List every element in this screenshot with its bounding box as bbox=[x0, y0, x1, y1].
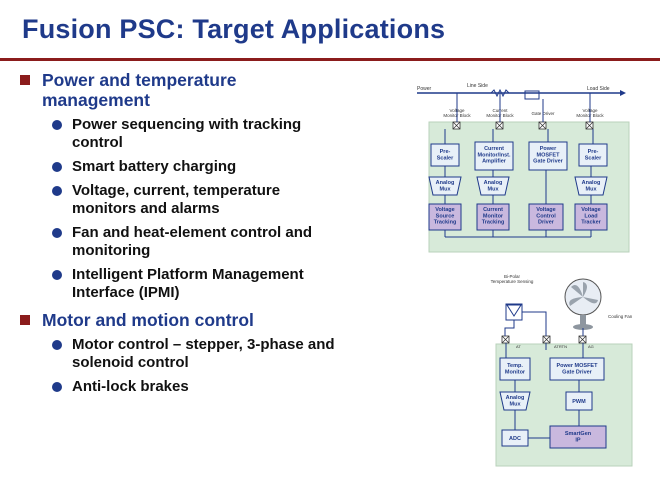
mosfet-gate-driver-block bbox=[549, 357, 605, 381]
square-bullet-icon bbox=[20, 315, 30, 325]
load-side-label: Load Side bbox=[587, 86, 610, 92]
dot-bullet-icon bbox=[52, 340, 62, 350]
at-label: AT bbox=[516, 344, 521, 349]
dot-bullet-icon bbox=[52, 382, 62, 392]
dot-bullet-icon bbox=[52, 162, 62, 172]
sub-bullet: Smart battery charging bbox=[18, 158, 348, 176]
voltage-control-driver-block bbox=[528, 203, 564, 231]
sub-bullet: Intelligent Platform Management Interfac… bbox=[18, 266, 348, 302]
mosfet-icon bbox=[524, 90, 540, 100]
dot-bullet-icon bbox=[52, 228, 62, 238]
sub-bullet: Motor control – stepper, 3-phase and sol… bbox=[18, 336, 348, 372]
block-label: ADC bbox=[509, 436, 521, 442]
block-label: Pre-Scaler bbox=[437, 149, 454, 161]
sub-bullet: Voltage, current, temperature monitors a… bbox=[18, 182, 348, 218]
sub-bullet: Power sequencing with tracking control bbox=[18, 116, 348, 152]
analog-mux-block bbox=[476, 176, 510, 196]
fan-blades-icon bbox=[569, 282, 598, 306]
bullet-power-management: Power and temperature management bbox=[18, 70, 348, 110]
title-rule bbox=[0, 58, 660, 61]
current-monitor-tracking-block bbox=[476, 203, 510, 231]
ag-label: AG bbox=[588, 344, 594, 349]
sub-bullet-text: Anti-lock brakes bbox=[72, 378, 189, 395]
analog-mux-block bbox=[499, 391, 531, 411]
bullet-list: Power and temperature management Power s… bbox=[18, 70, 348, 402]
sub-bullet-text: Smart battery charging bbox=[72, 158, 237, 175]
slide-title: Fusion PSC: Target Applications bbox=[22, 14, 446, 44]
sub-bullet-text: Intelligent Platform Management Interfac… bbox=[72, 266, 304, 301]
mosfet-gate-driver-block bbox=[528, 141, 568, 171]
line-side-label: Line Side bbox=[467, 83, 488, 89]
sub-bullet-text: Motor control – stepper, 3-phase and sol… bbox=[72, 336, 335, 371]
fan-label: Cooling Fan bbox=[608, 314, 633, 319]
sub-bullet-text: Fan and heat-element control and monitor… bbox=[72, 224, 313, 259]
dot-bullet-icon bbox=[52, 186, 62, 196]
fan-stand-icon bbox=[580, 315, 586, 325]
smartgen-ip-block bbox=[549, 425, 607, 449]
sub-bullet-text: Power sequencing with tracking control bbox=[72, 116, 302, 151]
power-management-diagram: Power Line Side Load Side VoltageMonitor… bbox=[417, 83, 630, 253]
dot-bullet-icon bbox=[52, 120, 62, 130]
sub-bullet: Anti-lock brakes bbox=[18, 378, 348, 396]
voltage-source-tracking-block bbox=[428, 203, 462, 231]
diode-icon bbox=[506, 304, 522, 317]
power-label: Power bbox=[417, 86, 432, 92]
bullet-motor-control: Motor and motion control bbox=[18, 310, 348, 330]
analog-mux-block bbox=[574, 176, 608, 196]
bullet-text: Power and temperature management bbox=[42, 70, 237, 110]
dot-bullet-icon bbox=[52, 270, 62, 280]
analog-mux-block bbox=[428, 176, 462, 196]
block-label: PWM bbox=[572, 399, 586, 405]
fan-base-icon bbox=[573, 324, 593, 330]
block-label: Temp.Monitor bbox=[505, 363, 526, 375]
arrow-right-icon bbox=[620, 90, 626, 96]
sub-bullet-text: Voltage, current, temperature monitors a… bbox=[72, 182, 281, 217]
bullet-text: Motor and motion control bbox=[42, 310, 254, 330]
resistor-icon bbox=[490, 88, 510, 98]
current-monitor-block bbox=[474, 141, 514, 171]
sub-bullet: Fan and heat-element control and monitor… bbox=[18, 224, 348, 260]
block-label: Pre-Scaler bbox=[585, 149, 602, 161]
square-bullet-icon bbox=[20, 75, 30, 85]
atrtn-label: ATRTN bbox=[554, 344, 567, 349]
